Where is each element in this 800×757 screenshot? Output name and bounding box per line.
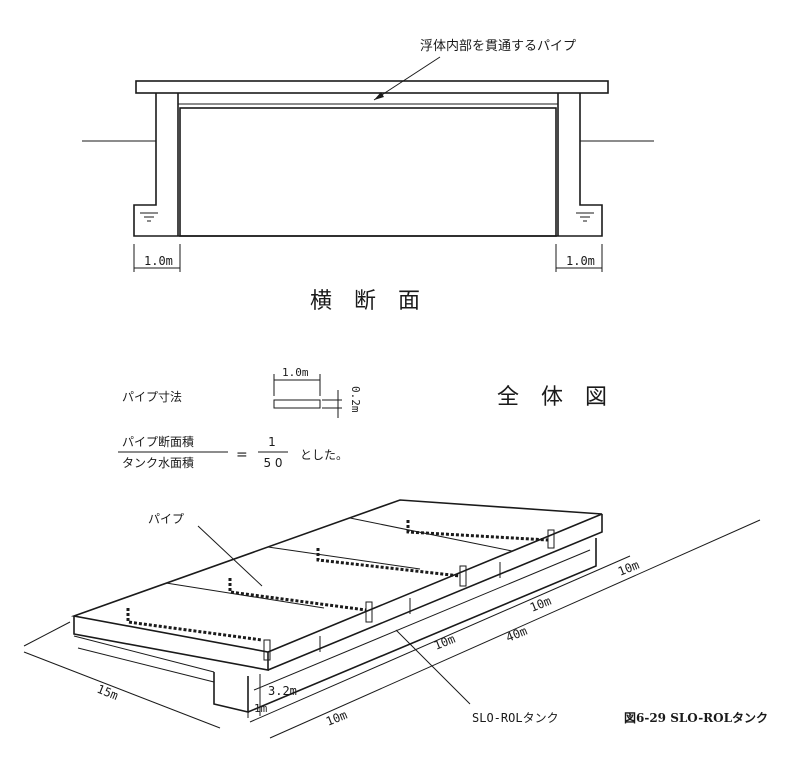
pipe-outlet-2 <box>365 601 373 623</box>
dim-10m-line <box>249 555 631 723</box>
pipe-outlet-3 <box>459 565 467 587</box>
pipe-4 <box>406 520 549 542</box>
tank-label: SLO-ROLタンク <box>472 711 559 725</box>
hull-front <box>213 672 249 714</box>
deck-side-edge <box>267 514 603 671</box>
pipe-callout-text: 浮体内部を貫通するパイプ <box>420 38 576 54</box>
dim-15m: 15m <box>95 682 120 703</box>
ratio-equals: = <box>236 447 248 463</box>
pipe-width-dim: 1.0m <box>282 366 309 379</box>
figure-caption: 図6-29 SLO-ROLタンク <box>624 711 768 725</box>
dim-3-2m: 3.2m <box>268 684 297 698</box>
hull-left-mid <box>77 647 215 683</box>
cross-section-title: 横 断 面 <box>310 289 420 314</box>
right-dim-label: 1.0m <box>566 254 595 268</box>
outer-hull <box>133 93 603 237</box>
dim-10m-a: 10m <box>324 708 349 729</box>
water-level-symbol-right <box>576 212 594 222</box>
isometric-view: パイプ 15m 3.2m 1m 10m 10m 40m 10m 10m SLO-… <box>23 499 761 739</box>
pipe-outlet-4 <box>547 529 555 549</box>
dim-40m: 40m <box>504 624 529 645</box>
pipe-callout-arrowhead <box>374 92 384 100</box>
ratio-numerator-label: パイプ断面積 <box>122 434 194 449</box>
panel-line-2 <box>267 546 421 570</box>
pipe-label-leader <box>197 525 263 587</box>
deck-front-edge <box>73 616 269 671</box>
pipe-height-dim: 0.2m <box>349 386 362 413</box>
pipe-section-rect <box>273 399 321 409</box>
deck-slab <box>135 80 609 94</box>
hull-bottom-side <box>247 538 597 713</box>
ratio-suffix: とした。 <box>300 448 348 462</box>
cross-section: 浮体内部を貫通するパイプ 1.0m <box>82 38 654 314</box>
dim-1m: 1m <box>254 702 268 715</box>
pipe-label: パイプ <box>148 512 184 526</box>
water-level-symbol-left <box>140 212 158 222</box>
left-dimension: 1.0m <box>133 244 181 272</box>
ratio-denominator-label: タンク水面積 <box>122 455 194 470</box>
left-dim-label: 1.0m <box>144 254 173 268</box>
area-ratio: パイプ断面積 タンク水面積 = 1 5 0 とした。 <box>118 434 348 470</box>
right-dimension: 1.0m <box>555 244 603 272</box>
dim-10m-b: 10m <box>432 632 457 653</box>
ratio-den-value: 5 0 <box>263 456 282 470</box>
tank-label-leader <box>395 629 471 705</box>
hull-mid-line <box>253 549 591 691</box>
pipe-dimension-block: パイプ寸法 1.0m 0.2m <box>122 366 362 418</box>
pipe-1 <box>126 608 263 642</box>
pipe-dims-label: パイプ寸法 <box>122 390 182 404</box>
hull-left-top <box>73 635 215 673</box>
ratio-num-value: 1 <box>268 435 276 449</box>
dim-10m-c: 10m <box>528 594 553 615</box>
pipe-3 <box>316 548 461 578</box>
dim-40m-line <box>269 519 761 739</box>
pipe-outlet-1 <box>263 639 271 661</box>
pipe-2 <box>228 578 367 612</box>
overview-title: 全 体 図 <box>497 385 607 410</box>
panel-line-1 <box>165 582 325 609</box>
inner-tank <box>179 107 557 237</box>
dim-15m-line <box>23 651 221 729</box>
